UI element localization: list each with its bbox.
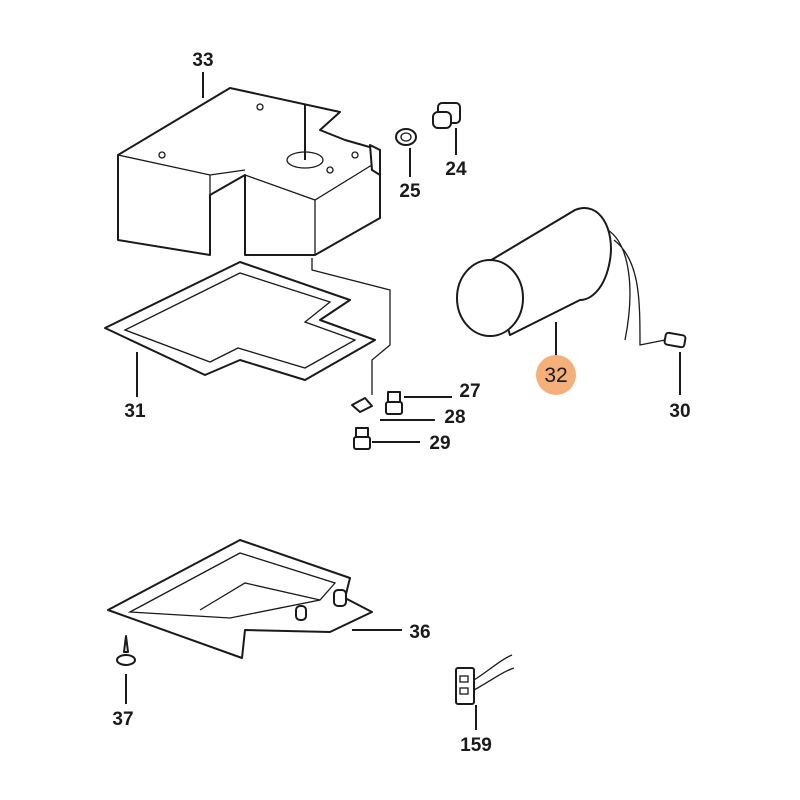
label-32: 32 (544, 364, 567, 387)
label-27: 27 (459, 381, 480, 402)
part-159-wire-connector[interactable] (455, 654, 515, 705)
label-29: 29 (429, 433, 450, 454)
label-159: 159 (460, 735, 492, 756)
label-24: 24 (445, 159, 467, 180)
part-24-plug[interactable] (432, 102, 461, 129)
label-37: 37 (112, 709, 133, 730)
label-30: 30 (669, 401, 690, 422)
part-30-connector[interactable] (663, 331, 687, 349)
part-37-screw[interactable] (116, 635, 136, 666)
label-25: 25 (399, 181, 421, 202)
label-28: 28 (444, 407, 465, 428)
label-33: 33 (192, 50, 213, 71)
part-27-screw[interactable] (385, 391, 403, 415)
part-31-gasket[interactable] (104, 261, 376, 381)
part-36-base-plate[interactable] (107, 539, 373, 659)
part-25-grommet[interactable] (395, 128, 417, 146)
label-31: 31 (124, 401, 146, 422)
highlight-marker-32[interactable] (536, 355, 576, 395)
part-33-housing[interactable] (117, 87, 381, 256)
label-36: 36 (409, 622, 430, 643)
part-32-capacitor[interactable] (456, 207, 666, 346)
part-29-screw[interactable] (353, 427, 371, 450)
part-28-clip[interactable] (351, 397, 373, 413)
